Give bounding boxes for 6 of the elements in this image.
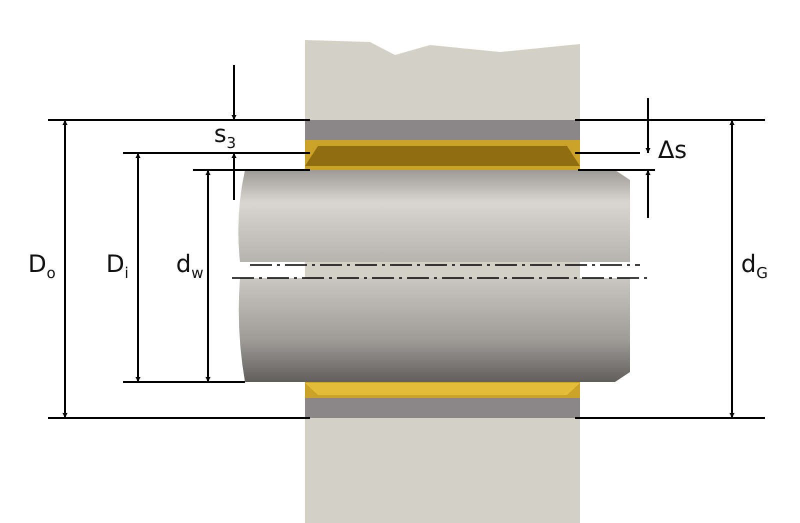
dimension-label: s$_{3}$ bbox=[214, 122, 236, 151]
dimension-label: D$_{o}$ bbox=[28, 252, 56, 281]
dimension-label: d$_{w}$ bbox=[176, 252, 204, 281]
dimension-label: D$_{i}$ bbox=[106, 252, 129, 281]
dimension-label: d$_{G}$ bbox=[741, 252, 768, 281]
dimension-label: Δs bbox=[658, 138, 687, 162]
